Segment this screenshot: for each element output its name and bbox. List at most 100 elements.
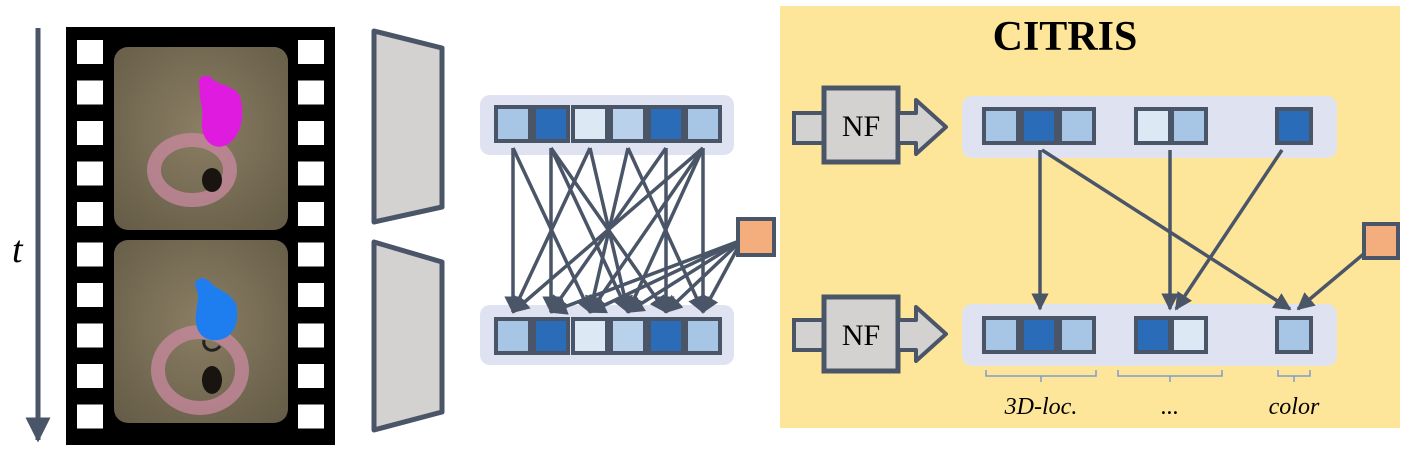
citris-latent-cells [982,107,1313,354]
sprocket-hole-left [77,242,103,267]
group-label-3d-loc: 3D-loc. [1004,394,1078,420]
citris-cell-top [1020,107,1058,145]
citris-cell-top [982,107,1020,145]
sprocket-hole-left [77,121,103,145]
sprocket-hole-left [77,323,103,348]
intervention-node-right [1362,222,1400,260]
sprocket-hole-left [77,80,103,105]
intervention-arrow-left [664,238,744,314]
blue-teapot-icon [195,278,238,341]
nf-top-input [792,111,828,145]
citris-cell-bottom [1020,316,1058,354]
sprocket-hole-left [77,364,103,388]
group-label-dots: ... [1161,394,1179,420]
nf-block-bottom: NF [792,294,948,374]
brace-dots [1117,370,1223,382]
latent-transition [480,95,776,365]
citris-cell-top [1275,107,1313,145]
sprocket-hole-right [298,161,324,186]
citris-cell-bottom [982,316,1020,354]
sprocket-hole-right [298,283,324,307]
latent-cell-top [571,105,609,143]
frame-top-ring [147,133,237,207]
sprocket-hole-left [77,404,103,429]
sprocket-hole-right [298,404,324,429]
citris-causal-arrow [1041,148,1292,311]
group-label-color: color [1269,394,1320,420]
latent-connections [504,146,744,315]
film-strip [66,27,335,445]
latent-connection-arrow [511,146,705,314]
intervention-arrow-left [701,239,744,314]
sprocket-hole-left [77,161,103,186]
latent-connection-arrow [588,147,705,314]
nf-bottom-input [792,318,828,352]
nf-bottom-label: NF [842,319,880,352]
citris-cell-top [1134,107,1172,145]
nf-block-top: NF [792,85,948,165]
brace-3d-loc [985,370,1097,382]
nf-top-output-arrow [896,98,948,156]
latent-cell-top [532,105,570,143]
latent-cell-top [647,105,685,143]
intervention-arrow-left [549,238,743,315]
latent-cell-top [609,105,647,143]
nf-bottom-output-arrow [896,305,948,363]
encoder-top [371,28,445,225]
film-frame-top [114,47,288,230]
sprocket-hole-left [77,202,103,226]
frame-bottom-shadow [202,366,222,394]
time-axis: t [12,28,51,443]
sprocket-hole-right [298,364,324,388]
nf-top-label: NF [842,110,880,143]
citris-cell-top [1058,107,1096,145]
brace-color [1277,370,1311,382]
film-sprockets [77,40,324,429]
latent-row-bottom [494,317,722,355]
citris-cell-bottom [1275,316,1313,354]
sprocket-hole-left [77,40,103,64]
intervention-node-left [736,217,776,257]
sprocket-hole-right [298,242,324,267]
latent-cell-bottom [684,317,722,355]
citris-causal-arrow [1174,149,1284,311]
latent-row-top [494,105,722,143]
citris-cell-bottom [1170,316,1208,354]
encoder-bottom [371,239,445,433]
sprocket-hole-right [298,40,324,64]
sprocket-hole-left [77,283,103,307]
magenta-teapot-icon [198,75,243,147]
citris-cell-bottom [1058,316,1096,354]
latent-cell-bottom [609,317,647,355]
latent-connection-arrow [511,147,592,314]
group-braces [985,370,1311,382]
latent-cell-bottom [571,317,609,355]
citris-cell-bottom [1134,316,1172,354]
latent-connection-arrow [549,147,630,314]
latent-cell-top [684,105,722,143]
citris-title: CITRIS [993,14,1138,60]
teapot-base [202,339,222,352]
latent-cell-bottom [494,317,532,355]
time-label: t [12,229,24,271]
latent-cell-top [494,105,532,143]
encoders [371,28,445,433]
intervention-arrow-left [588,238,743,314]
sprocket-hole-right [298,323,324,348]
film-frame-bottom [114,240,288,423]
intervention-arrow-left [626,238,743,314]
sprocket-hole-right [298,121,324,145]
latent-cell-bottom [647,317,685,355]
latent-cell-bottom [532,317,570,355]
sprocket-hole-right [298,202,324,226]
citris-connections [1031,148,1368,311]
nf-top-box [821,85,901,165]
frame-top-shadow [202,168,222,192]
nf-bottom-box [821,294,901,374]
sprocket-hole-right [298,80,324,105]
citris-causal-arrow [1296,250,1368,311]
citris-panel: CITRIS NF NF 3D-loc. ... color [780,6,1400,428]
citris-cell-top [1170,107,1208,145]
latent-connection-arrow [626,147,705,314]
